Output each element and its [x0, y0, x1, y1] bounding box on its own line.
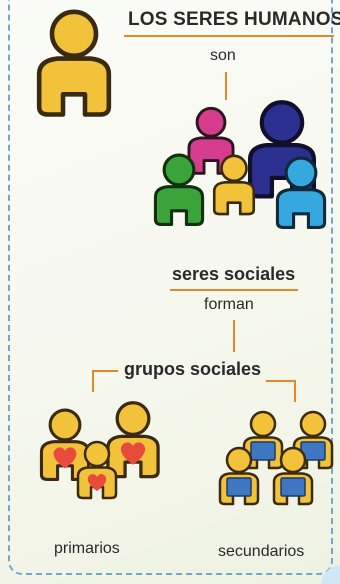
groups-bracket-left-v	[92, 370, 94, 392]
link-forman: forman	[204, 296, 254, 313]
groups-bracket-left-h	[92, 370, 118, 372]
dashed-frame	[8, 0, 333, 575]
primary-figure-child	[76, 440, 118, 500]
secondary-figure-3	[218, 446, 260, 506]
primary-figure-left	[39, 408, 91, 482]
heart-icon	[53, 447, 77, 469]
book-icon	[280, 477, 306, 497]
title: LOS SERES HUMANOS	[128, 9, 340, 30]
group-figure-cyan	[275, 156, 327, 230]
heart-icon	[120, 442, 146, 465]
link-son: son	[210, 47, 236, 64]
connector-forman	[233, 320, 235, 352]
book-icon	[226, 477, 252, 497]
label-primary: primarios	[54, 540, 120, 557]
corner-decoration	[300, 544, 340, 584]
group-figure-yellow	[212, 154, 256, 216]
group-figure-green	[153, 153, 205, 227]
groups-bracket-right-h	[266, 380, 296, 382]
node-social-groups: grupos sociales	[124, 359, 262, 379]
social-underline	[170, 289, 298, 291]
connector-son	[225, 72, 227, 100]
secondary-figure-1	[242, 410, 284, 470]
title-underline	[124, 35, 334, 37]
secondary-figure-4	[272, 446, 314, 506]
single-person-icon	[36, 9, 112, 117]
groups-bracket-right-v	[294, 380, 296, 402]
node-social-beings: seres sociales	[172, 264, 296, 284]
heart-icon	[87, 474, 107, 491]
label-secondary: secundarios	[218, 543, 305, 560]
book-icon	[250, 441, 276, 461]
primary-figure-right	[106, 401, 160, 479]
